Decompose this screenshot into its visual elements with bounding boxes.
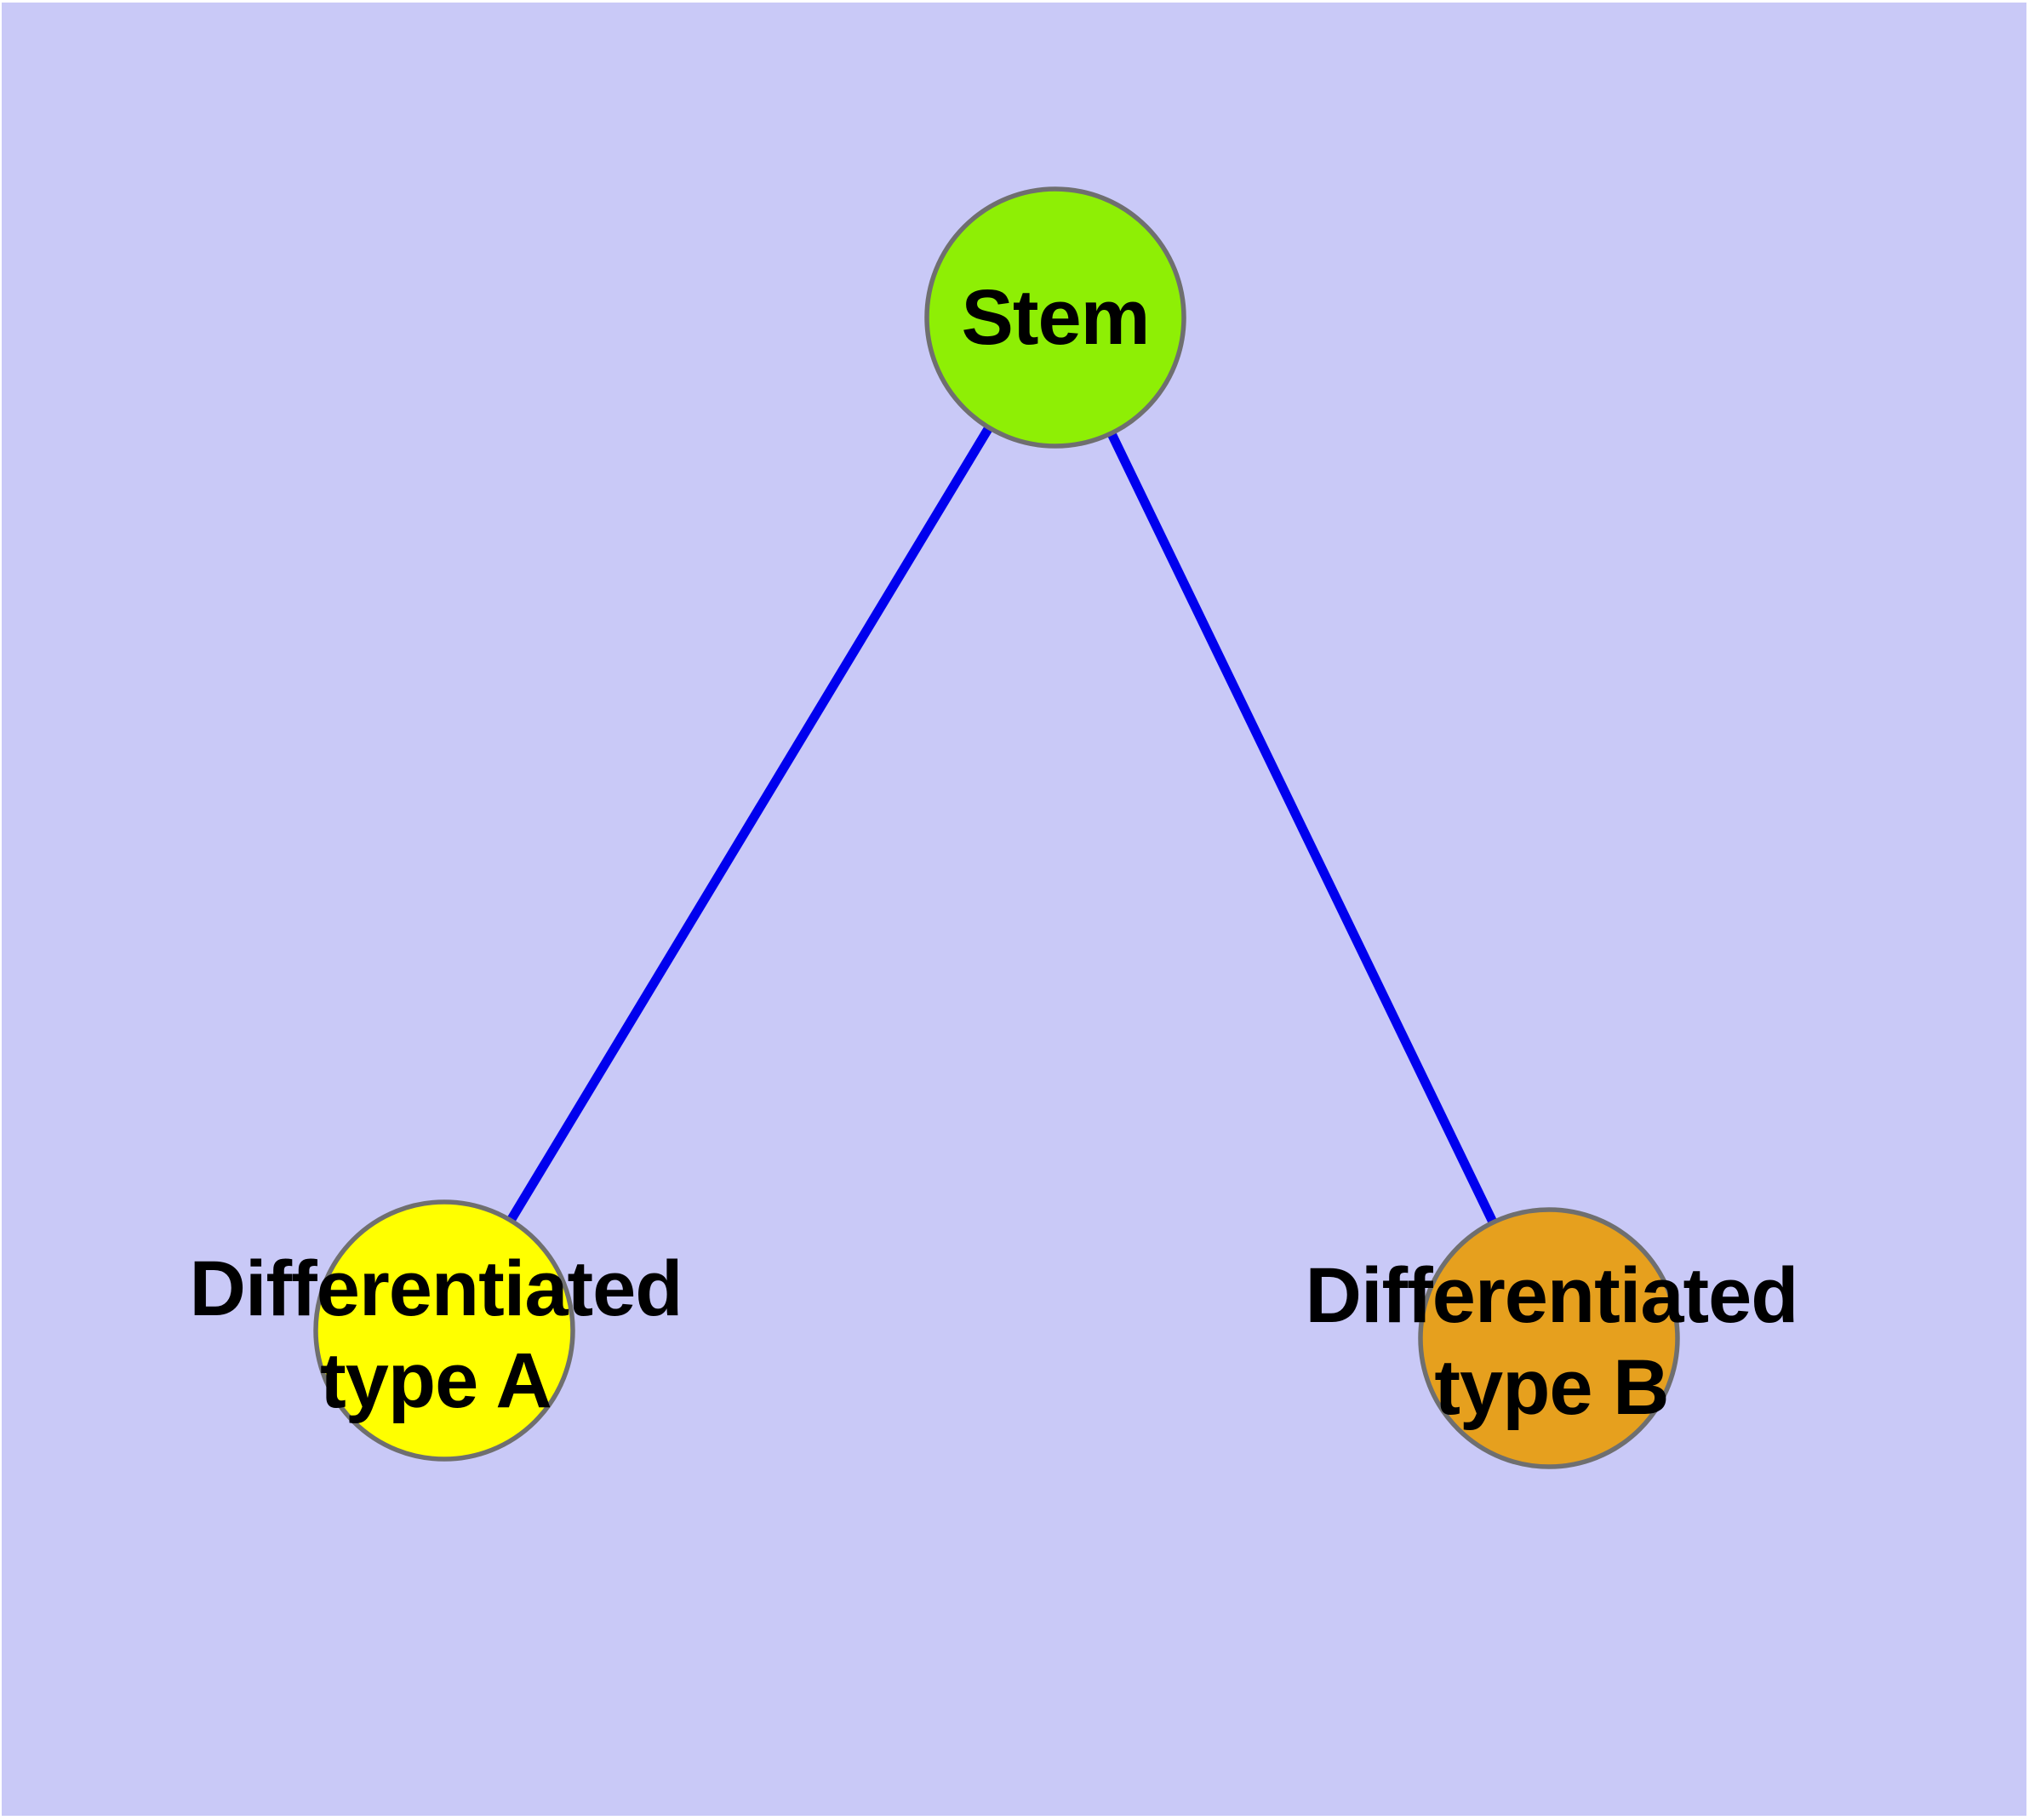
edge-stem-to-type-b [1051, 315, 1553, 1341]
type-b-node-circle [1418, 1207, 1680, 1469]
type-a-node-label: Differentiated type A [189, 1245, 683, 1424]
edge-stem-to-type-a [440, 315, 1060, 1333]
stem-node-circle [924, 186, 1186, 449]
edge-group [440, 315, 1553, 1341]
type-a-node-circle [313, 1199, 575, 1462]
type-b-node-label: Differentiated type B [1305, 1252, 1799, 1431]
stem-node-label: Stem [961, 274, 1151, 361]
